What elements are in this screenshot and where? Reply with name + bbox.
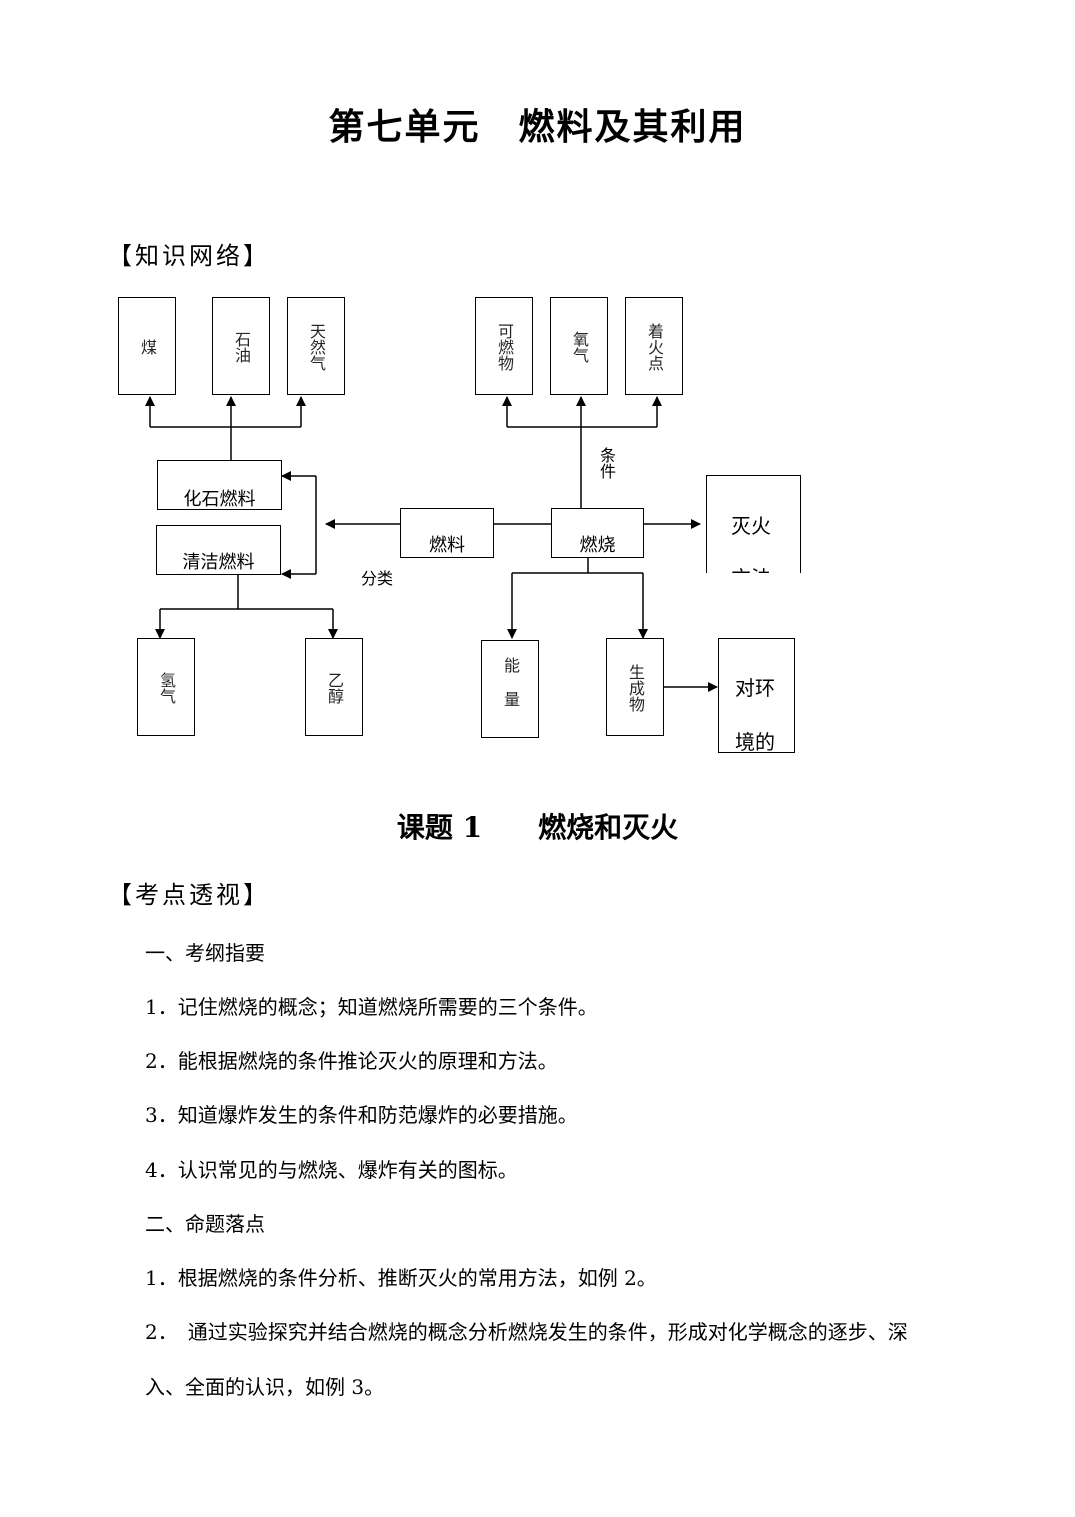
list-item: 3．知道爆炸发生的条件和防范爆炸的必要措施。 — [145, 1103, 578, 1127]
ethanol-label: 乙醇 — [325, 672, 344, 704]
fuel-label: 燃料 — [429, 535, 465, 556]
combustible-box: 可燃物 — [475, 297, 533, 395]
natural-gas-label: 天然气 — [307, 323, 326, 371]
exam-points-heading: 【考点透视】 — [108, 881, 270, 909]
combustion-label: 燃烧 — [579, 535, 616, 556]
section-heading-focus: 二、命题落点 — [145, 1212, 265, 1236]
oil-box: 石油 — [212, 297, 270, 395]
fuel-box: 燃料 — [400, 508, 494, 558]
fire-methods-box: 灭火方法 — [706, 475, 801, 573]
coal-box: 煤 — [118, 297, 176, 395]
knowledge-network-heading: 【知识网络】 — [108, 242, 270, 270]
list-item: 2．能根据燃烧的条件推论灭火的原理和方法。 — [145, 1049, 558, 1073]
combustion-box: 燃烧 — [551, 508, 644, 558]
hydrogen-label: 氢气 — [157, 672, 176, 704]
list-item: 1．根据燃烧的条件分析、推断灭火的常用方法，如例 2。 — [145, 1266, 657, 1290]
fire-methods-label: 灭火方法 — [731, 514, 771, 573]
page-title: 第七单元 燃料及其利用 — [328, 106, 747, 148]
lesson-title: 课题 1 燃烧和灭火 — [396, 811, 679, 844]
ethanol-box: 乙醇 — [305, 638, 363, 736]
classify-label: 分类 — [361, 569, 394, 588]
list-item: 1．记住燃烧的概念；知道燃烧所需要的三个条件。 — [145, 995, 598, 1019]
condition-label: 条件 — [597, 447, 616, 479]
ignition-point-label: 着火点 — [645, 323, 664, 371]
oxygen-label: 氧气 — [570, 331, 589, 363]
coal-label: 煤 — [138, 339, 157, 355]
energy-box: 能量 — [481, 640, 539, 738]
hydrogen-box: 氢气 — [137, 638, 195, 736]
natural-gas-box: 天然气 — [287, 297, 345, 395]
oil-label: 石油 — [232, 331, 251, 363]
list-item: 入、全面的认识，如例 3。 — [145, 1375, 385, 1399]
list-item: 4．认识常见的与燃烧、爆炸有关的图标。 — [145, 1158, 518, 1182]
section-heading-outline: 一、考纲指要 — [145, 941, 265, 965]
ignition-point-box: 着火点 — [625, 297, 683, 395]
products-box: 生成物 — [606, 638, 664, 736]
products-label: 生成物 — [626, 664, 645, 712]
combustible-label: 可燃物 — [495, 323, 514, 371]
energy-label: 能量 — [501, 657, 520, 725]
oxygen-box: 氧气 — [550, 297, 608, 395]
fossil-fuels-label: 化石燃料 — [183, 489, 256, 510]
clean-fuels-box: 清洁燃料 — [156, 525, 281, 575]
env-impact-box: 对环境的 — [718, 638, 795, 753]
clean-fuels-label: 清洁燃料 — [182, 552, 255, 573]
list-item: 2． 通过实验探究并结合燃烧的概念分析燃烧发生的条件，形成对化学概念的逐步、深 — [145, 1320, 908, 1344]
fossil-fuels-box: 化石燃料 — [157, 460, 282, 510]
env-impact-label: 对环境的 — [735, 676, 775, 753]
